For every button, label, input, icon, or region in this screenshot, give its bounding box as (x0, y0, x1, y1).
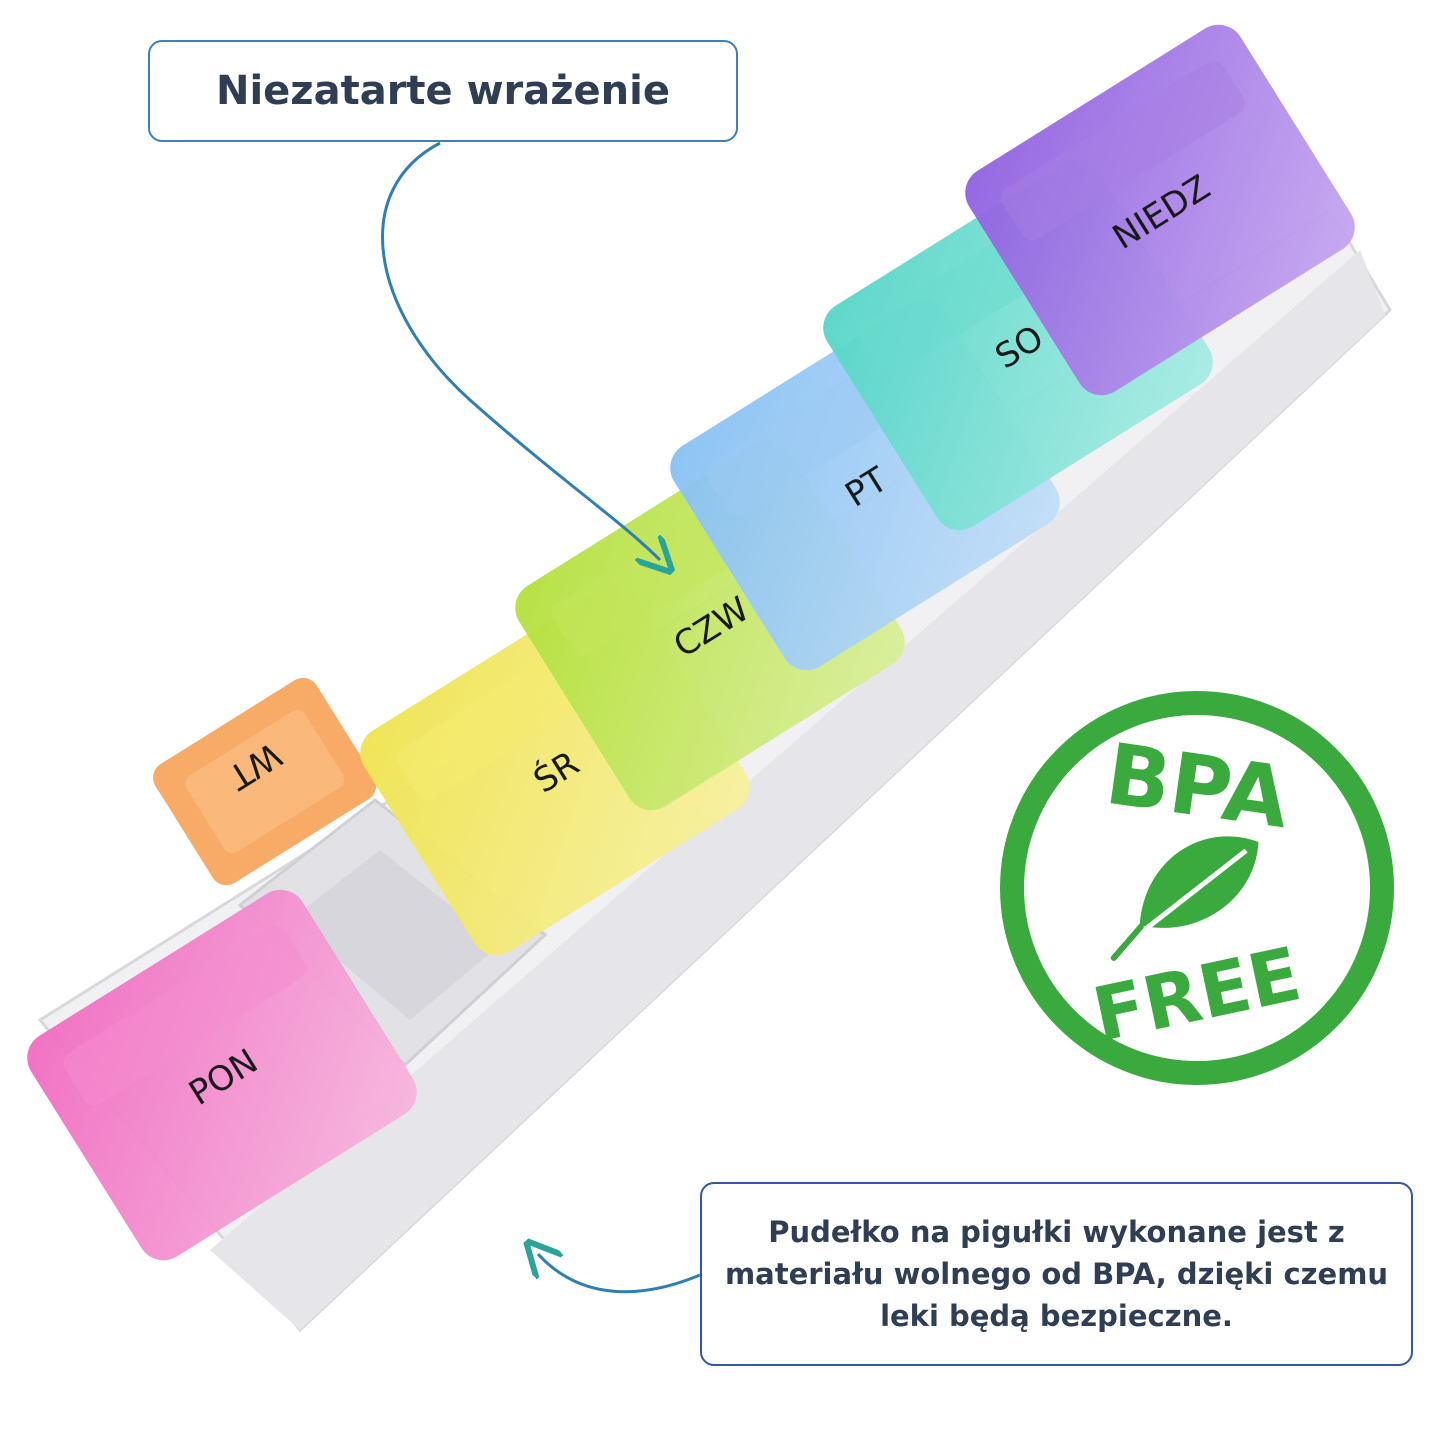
arrow-to-czw (381, 141, 660, 560)
callout-bottom: Pudełko na pigułki wykonane jest z mater… (700, 1182, 1413, 1366)
bpa-free-badge: BPA FREE (1000, 691, 1394, 1085)
arrow-to-base (538, 1254, 701, 1294)
leaf-icon (1110, 836, 1259, 961)
lid-pon[interactable]: PON (17, 880, 426, 1270)
lid-wt[interactable]: WT (147, 672, 382, 891)
lid-niedz[interactable]: NIEDZ (955, 15, 1364, 405)
callout-top: Niezatarte wrażenie (148, 40, 738, 142)
